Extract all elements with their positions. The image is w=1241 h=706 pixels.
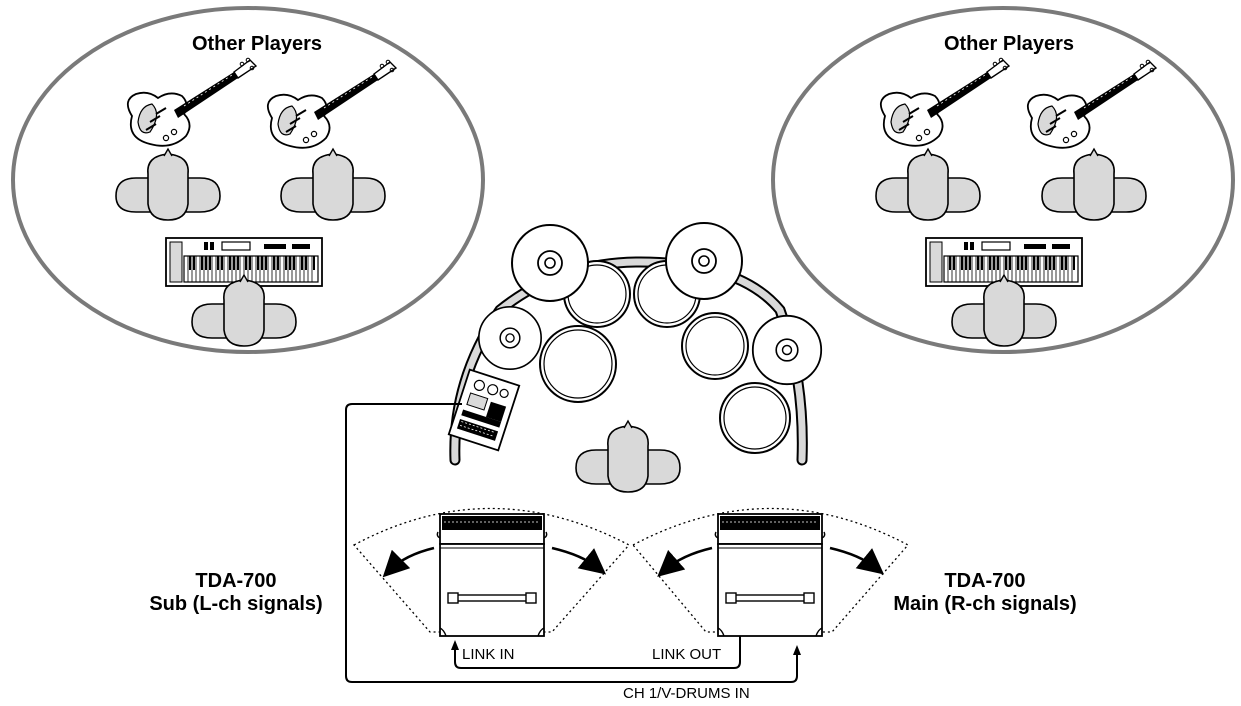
left-group-outline	[11, 6, 485, 354]
sub-amp-model: TDA-700	[195, 570, 277, 592]
right-group-title: Other Players	[943, 33, 1075, 55]
cymbal-icon	[751, 314, 823, 386]
cymbal-icon	[665, 222, 743, 300]
sub-amp-dispersion	[352, 507, 631, 633]
cables	[345, 403, 801, 683]
main-amp-label: TDA-700 Main (R-ch signals)	[880, 570, 1090, 616]
left-players-group	[11, 6, 485, 354]
drum-kit	[447, 222, 823, 493]
link-in-label: LINK IN	[462, 646, 515, 663]
tom-pad-icon	[681, 312, 749, 380]
main-amp-dispersion	[631, 507, 910, 633]
main-amp-model: TDA-700	[944, 570, 1026, 592]
drummer-person-icon	[575, 420, 681, 493]
right-players-group	[771, 6, 1235, 354]
snare-pad-icon	[539, 325, 617, 403]
cable-link	[454, 636, 741, 669]
left-group-title: Other Players	[191, 33, 323, 55]
drum-module-icon	[447, 368, 521, 452]
sub-amp-role: Sub (L-ch signals)	[149, 593, 323, 615]
cymbal-icon	[478, 306, 542, 370]
floor-tom-pad-icon	[719, 382, 791, 454]
sub-amp-label: TDA-700 Sub (L-ch signals)	[136, 570, 336, 616]
main-amplifier-icon	[714, 513, 826, 637]
sub-amplifier-icon	[436, 513, 548, 637]
main-amp-role: Main (R-ch signals)	[893, 593, 1077, 615]
cymbal-icon	[511, 224, 589, 302]
link-out-label: LINK OUT	[652, 646, 722, 663]
ch1-in-label: CH 1/V-DRUMS IN	[623, 685, 750, 702]
cable-module-to-main	[345, 403, 798, 683]
